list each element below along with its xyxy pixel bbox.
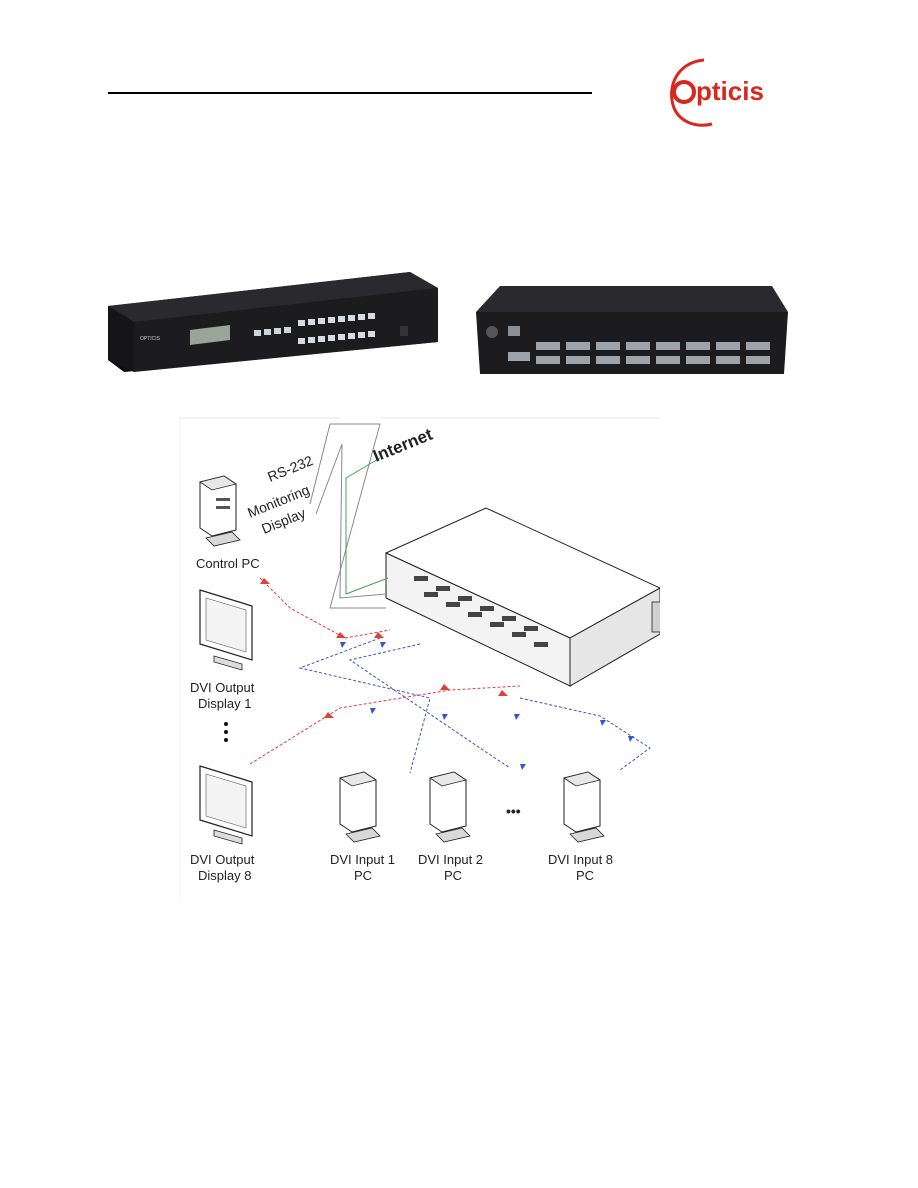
svg-text:pticis: pticis [696,76,764,106]
front-function-buttons [254,327,291,336]
dvi-output-1-label-line1: DVI Output [190,680,255,695]
horizontal-ellipsis: ••• [506,803,521,819]
control-pc [199,475,241,547]
input-2-cable [348,643,511,769]
opticis-logo: pticis [670,58,764,127]
rack-ear [651,601,660,633]
dvi-input-8-label-line1: DVI Input 8 [548,852,613,867]
dvi-output-8-label-line1: DVI Output [190,852,255,867]
rear-rs232-port [508,352,530,361]
output-8-cable [249,685,521,765]
input-pc-1 [339,771,381,843]
control-pc-label: Control PC [196,556,260,571]
logo-mid-text: pti [696,76,728,106]
front-channel-buttons [298,313,375,344]
header-rule [108,92,592,94]
front-brand-mark: OPTICIS [140,336,161,342]
rs232-cable [309,423,386,609]
front-lcd-screen [190,325,230,345]
output-display-1 [199,589,253,671]
monitoring-cable [315,443,387,599]
logo-o-ring-icon [672,80,696,104]
dvi-input-8-label-line2: PC [576,868,594,883]
arrow-markers [260,578,634,770]
output-1-cable [259,577,391,639]
input-1-cable [298,637,431,774]
dvi-output-1-label-line2: Display 1 [198,696,251,711]
dvi-output-8-label-line2: Display 8 [198,868,251,883]
front-power-switch [400,326,408,336]
dvi-input-1-label-line1: DVI Input 1 [330,852,395,867]
rear-dvi-ports [536,342,770,364]
dvi-input-1-label-line2: PC [354,868,372,883]
input-pc-2 [429,771,471,843]
connection-diagram: RS-232 Monitoring Display Internet Contr… [180,417,660,898]
logo-suffix-text: cis [728,76,764,106]
rs232-label: RS-232 [265,452,315,485]
internet-cable [345,457,389,595]
front-panel-photo: OPTICIS [108,272,438,372]
vertical-ellipsis-icon [224,722,228,742]
internet-label: Internet [370,425,435,466]
input-8-cable [519,697,651,771]
output-display-8 [199,765,253,845]
rear-ethernet-port [508,326,520,336]
logo-swoosh-icon [670,58,713,127]
dvi-input-2-label-line1: DVI Input 2 [418,852,483,867]
rear-panel-photo [476,286,788,374]
input-pc-8 [563,771,605,843]
dvi-input-2-label-line2: PC [444,868,462,883]
rear-power-jack [486,326,498,338]
matrix-switch-device [384,507,660,687]
